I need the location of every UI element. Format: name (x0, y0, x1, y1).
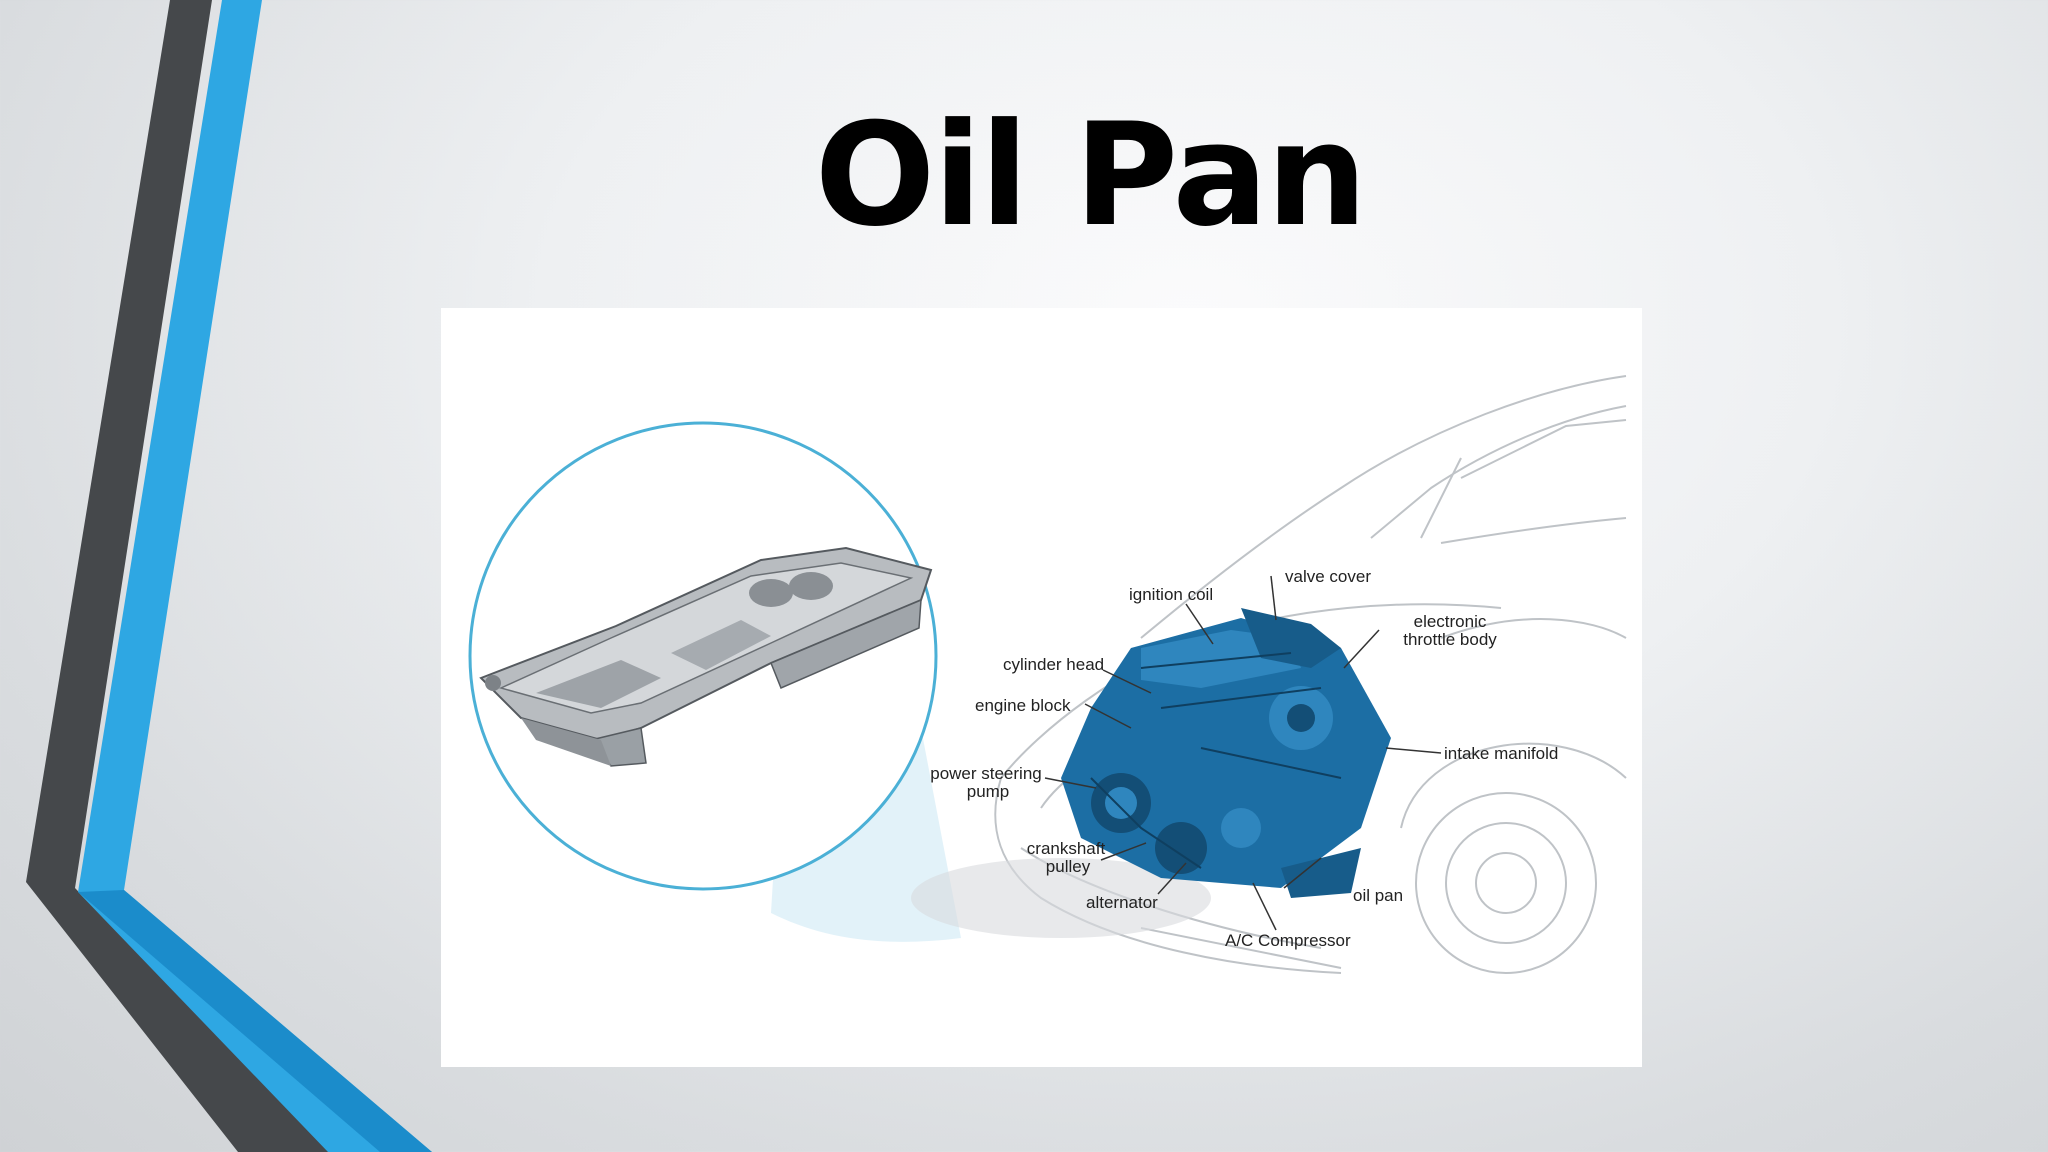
label-ac-compressor: A/C Compressor (1225, 931, 1351, 950)
oil-pan-figure: ignition coil valve cover electronic thr… (441, 308, 1642, 1067)
engine-diagram: ignition coil valve cover electronic thr… (468, 375, 1627, 974)
label-intake-manifold: intake manifold (1444, 744, 1558, 763)
label-crankshaft: crankshaft (1027, 839, 1106, 858)
label-pump: pump (967, 782, 1010, 801)
blue-chevron-shade (78, 890, 432, 1152)
label-valve-cover: valve cover (1285, 567, 1371, 586)
label-oil-pan: oil pan (1353, 886, 1403, 905)
label-cylinder-head: cylinder head (1003, 655, 1104, 674)
oil-pan-image (479, 546, 933, 767)
dark-chevron-bar (26, 0, 330, 1152)
engine (1061, 608, 1391, 898)
label-alternator: alternator (1086, 893, 1158, 912)
blue-chevron-bar (78, 0, 432, 1152)
label-power-steering: power steering (930, 764, 1042, 783)
slide-title: Oil Pan (814, 93, 1368, 258)
label-throttle-body: throttle body (1403, 630, 1497, 649)
label-leader-lines (1044, 575, 1442, 931)
part-labels: ignition coil valve cover electronic thr… (930, 567, 1558, 950)
label-electronic: electronic (1414, 612, 1487, 631)
label-pulley: pulley (1046, 857, 1091, 876)
label-ignition-coil: ignition coil (1129, 585, 1213, 604)
label-engine-block: engine block (975, 696, 1071, 715)
